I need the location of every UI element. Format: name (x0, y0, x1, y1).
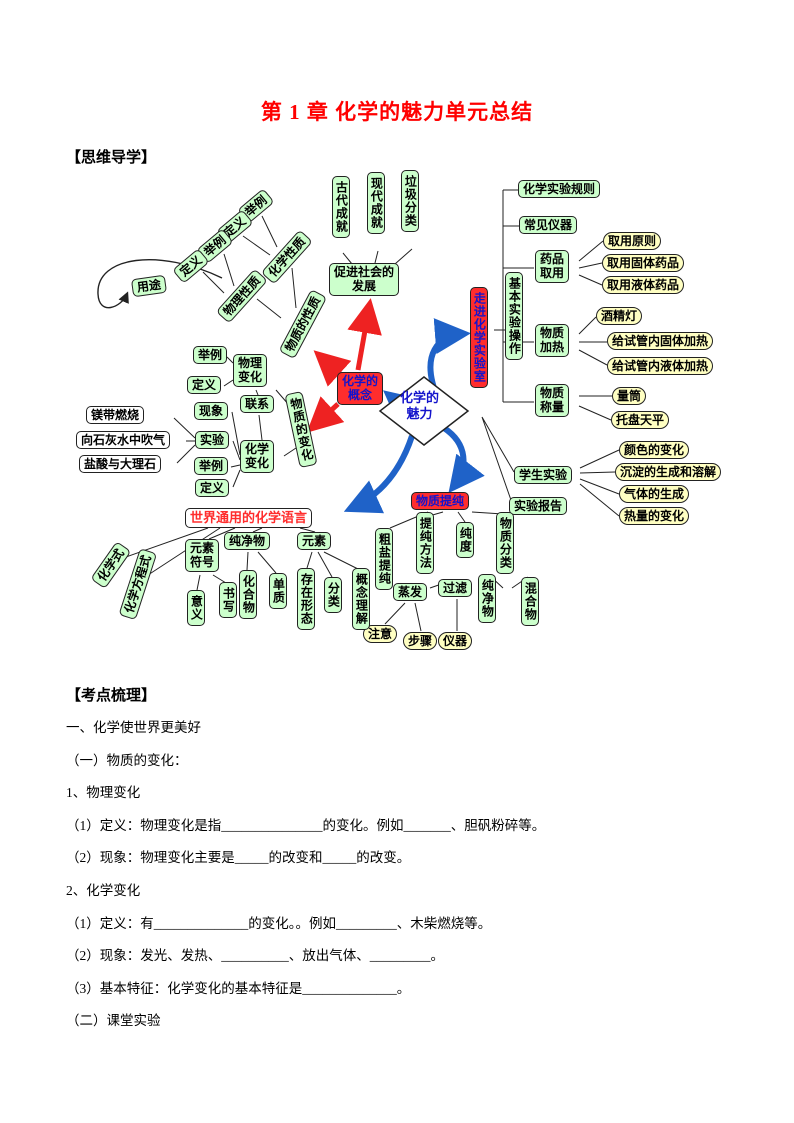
mindmap-node: 酒精灯 (596, 307, 643, 326)
mindmap-node: 取用原则 (603, 232, 662, 251)
content-line: （2）现象：物理变化主要是_____的改变和_____的改变。 (66, 850, 411, 866)
mindmap-node: 给试管内液体加热 (607, 357, 714, 376)
mindmap-node: 量筒 (612, 387, 647, 406)
mindmap-node: 化学式 (90, 541, 132, 590)
mindmap-node: 垃圾分类 (401, 170, 420, 232)
mindmap-node: 现代成就 (367, 172, 386, 234)
mindmap-node: 镁带燃烧 (86, 406, 145, 425)
mindmap-node: 物质 称量 (535, 384, 570, 417)
mindmap-node: 常见仪器 (519, 216, 578, 235)
mindmap-node: 过滤 (438, 579, 473, 598)
content-line: （2）现象：发光、发热、__________、放出气体、_________。 (66, 948, 444, 964)
mindmap-node: 化合物 (239, 570, 258, 619)
section-header-keypoints: 【考点梳理】 (66, 688, 157, 704)
mindmap-node: 向石灰水中吹气 (76, 431, 171, 450)
mindmap-node: 物质 加热 (535, 324, 570, 357)
mindmap-node: 定义 (187, 376, 222, 395)
mindmap-node: 实验 (195, 431, 230, 450)
page-title: 第 1 章 化学的魅力单元总结 (260, 100, 534, 124)
mindmap-node: 存在形态 (297, 568, 316, 630)
mindmap-node: 盐酸与大理石 (79, 455, 162, 474)
mindmap-node: 混合物 (521, 577, 540, 626)
mindmap-node: 单质 (269, 573, 288, 609)
content-line: 2、化学变化 (66, 882, 141, 898)
mindmap-node: 元素 符号 (185, 539, 220, 572)
mindmap-node: 化学 变化 (240, 440, 275, 473)
mindmap-node: 实验报告 (509, 497, 568, 516)
mindmap-node: 沉淀的生成和溶解 (615, 463, 722, 482)
mindmap-node: 举例 (194, 457, 229, 476)
content-line: （一）物质的变化： (66, 752, 188, 768)
mindmap-node: 物理 变化 (233, 354, 268, 387)
mindmap-node: 托盘天平 (611, 411, 670, 430)
content-line: （3）基本特征：化学变化的基本特征是______________。 (66, 980, 411, 996)
mindmap-node: 粗盐提纯 (375, 528, 394, 590)
content-line: 一、化学使世界更美好 (66, 720, 201, 735)
section-header-mindmap: 【思维导学】 (66, 150, 157, 166)
mindmap-node: 气体的生成 (619, 485, 690, 504)
node-chemistry-concept: 化学的 概念 (337, 372, 384, 405)
keypoints-content: 一、化学使世界更美好 （一）物质的变化： 1、物理变化 （1）定义：物理变化是指___… (66, 712, 746, 1038)
node-material-properties: 物质的性质 (278, 288, 328, 360)
node-social-development: 促进社会的 发展 (329, 263, 400, 296)
mindmap-node: 现象 (194, 402, 229, 421)
mindmap-node: 给试管内固体加热 (607, 332, 714, 351)
mindmap-node: 分类 (324, 577, 343, 613)
mindmap-node: 定义 (195, 479, 230, 498)
content-line: （二）课堂实验 (66, 1013, 161, 1029)
mindmap-node: 学生实验 (514, 466, 573, 485)
mindmap-node: 书写 (219, 582, 238, 618)
mindmap-node: 颜色的变化 (619, 441, 690, 460)
node-basic-operations: 基本实验操作 (505, 272, 524, 360)
mindmap-node: 化学性质 (260, 229, 314, 285)
node-purification: 物质提纯 (411, 492, 470, 511)
mindmap-node: 取用液体药品 (602, 276, 685, 295)
mindmap-node: 古代成就 (332, 176, 351, 238)
mindmap-node: 意义 (187, 590, 206, 626)
node-material-changes: 物质的变化 (284, 390, 318, 469)
mindmap: 举例定义举例定义化学性质物理性质用途物质的性质古代成就现代成就垃圾分类促进社会的… (76, 170, 722, 651)
mindmap-node: 物理性质 (215, 268, 269, 324)
mindmap-node: 用途 (130, 274, 168, 298)
mindmap-node: 纯净物 (478, 574, 497, 623)
node-chemistry-charm: 化学的 魅力 (400, 390, 440, 421)
content-line: （1）定义：物理变化是指_______________的变化。例如_______… (66, 817, 546, 833)
content-line: （1）定义：有______________的变化。。例如_________、木柴… (66, 915, 492, 931)
mindmap-node: 注意 (363, 625, 398, 644)
mindmap-node: 纯度 (456, 522, 475, 558)
mindmap-node: 纯净物 (224, 532, 271, 551)
red-arrows (306, 298, 382, 433)
mindmap-node: 取用固体药品 (602, 254, 685, 273)
mindmap-node: 仪器 (438, 632, 473, 651)
node-chemistry-lab: 走进化学实验室 (470, 287, 489, 388)
mindmap-node: 药品 取用 (535, 250, 570, 283)
mindmap-node: 物质分类 (496, 512, 515, 574)
mindmap-node: 元素 (297, 532, 332, 551)
mindmap-node: 概念理解 (352, 568, 371, 630)
mindmap-node: 热量的变化 (619, 507, 690, 526)
mindmap-node: 步骤 (403, 632, 438, 651)
mindmap-node: 蒸发 (393, 583, 428, 602)
node-chemical-language: 世界通用的化学语言 (185, 508, 313, 528)
mindmap-node: 举例 (193, 346, 228, 365)
mindmap-node: 提纯方法 (416, 512, 435, 574)
content-line: 1、物理变化 (66, 785, 141, 801)
mindmap-node: 联系 (240, 395, 275, 414)
mindmap-node: 化学实验规则 (518, 180, 601, 199)
